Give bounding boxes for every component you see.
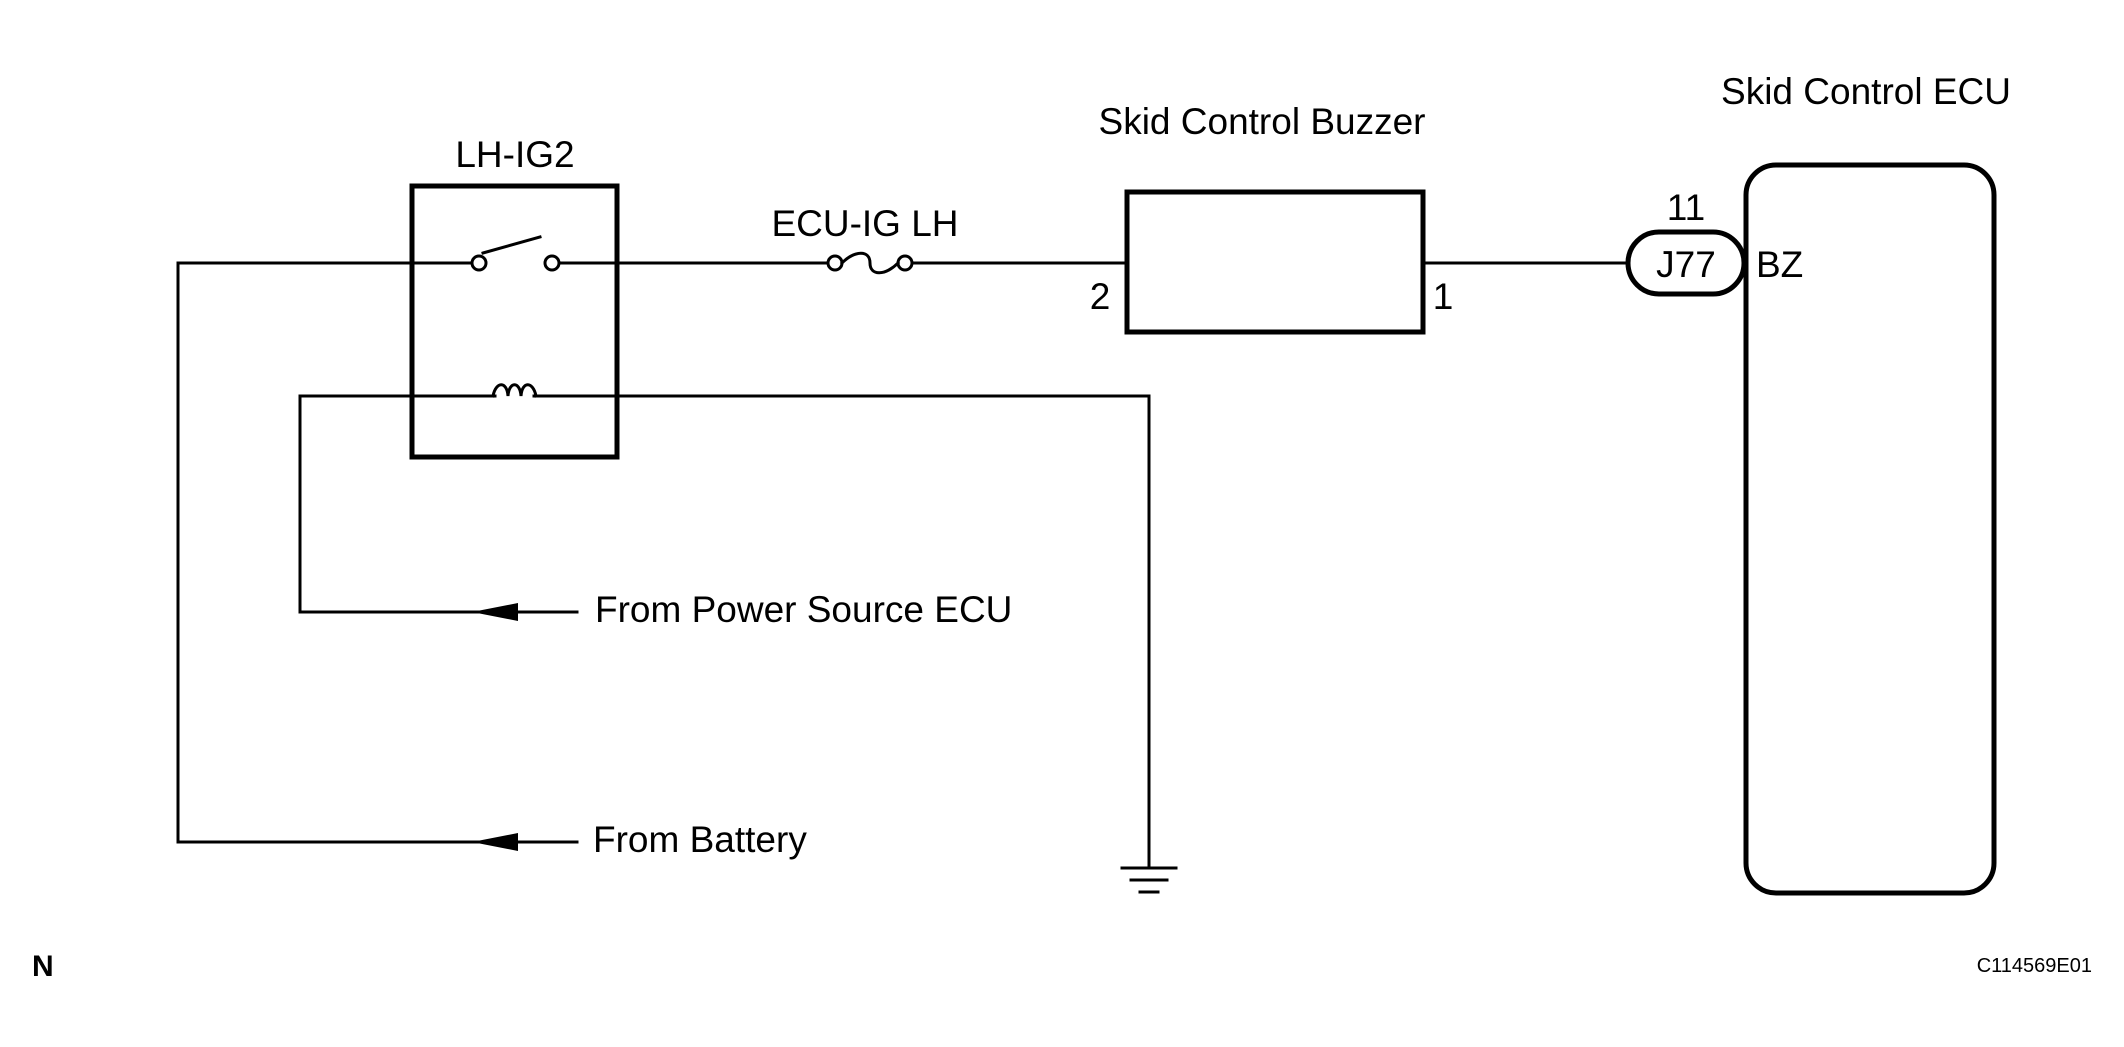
relay-switch-icon [470, 235, 561, 272]
fuse-icon [826, 251, 914, 275]
buzzer-label: Skid Control Buzzer [1099, 101, 1426, 142]
buzzer-pin-1: 1 [1433, 276, 1454, 317]
figure-code: C114569E01 [1977, 955, 2092, 977]
ecu-label: Skid Control ECU [1721, 71, 2011, 112]
ecu-box [1743, 162, 1997, 896]
fuse-label: ECU-IG LH [771, 203, 958, 244]
skid-control-ecu: Skid Control ECU BZ [1721, 71, 2011, 896]
arrow-left-icon [472, 833, 518, 851]
coil-to-ground-wire [532, 394, 1151, 868]
power-source-wire [298, 394, 579, 614]
buzzer-pin-2: 2 [1090, 276, 1111, 317]
power-source-label: From Power Source ECU [595, 589, 1012, 630]
connector-j77: J77 11 [1625, 187, 1747, 297]
ground-icon [1120, 866, 1178, 894]
relay-label: LH-IG2 [455, 134, 574, 175]
relay-coil-icon [491, 383, 538, 398]
ecu-pin-number: 11 [1667, 187, 1705, 228]
ecu-terminal: BZ [1756, 244, 1803, 285]
corner-mark: N [32, 950, 54, 983]
connector-label: J77 [1656, 244, 1716, 285]
relay-lh-ig2: LH-IG2 [409, 134, 620, 460]
skid-control-buzzer: Skid Control Buzzer 2 1 [1090, 101, 1454, 335]
battery-wire [176, 261, 579, 844]
battery-label: From Battery [593, 819, 807, 860]
arrow-left-icon [472, 603, 518, 621]
buzzer-box [1124, 189, 1426, 335]
fuse-ecu-ig-lh: ECU-IG LH [771, 203, 959, 275]
relay-box [409, 183, 620, 460]
